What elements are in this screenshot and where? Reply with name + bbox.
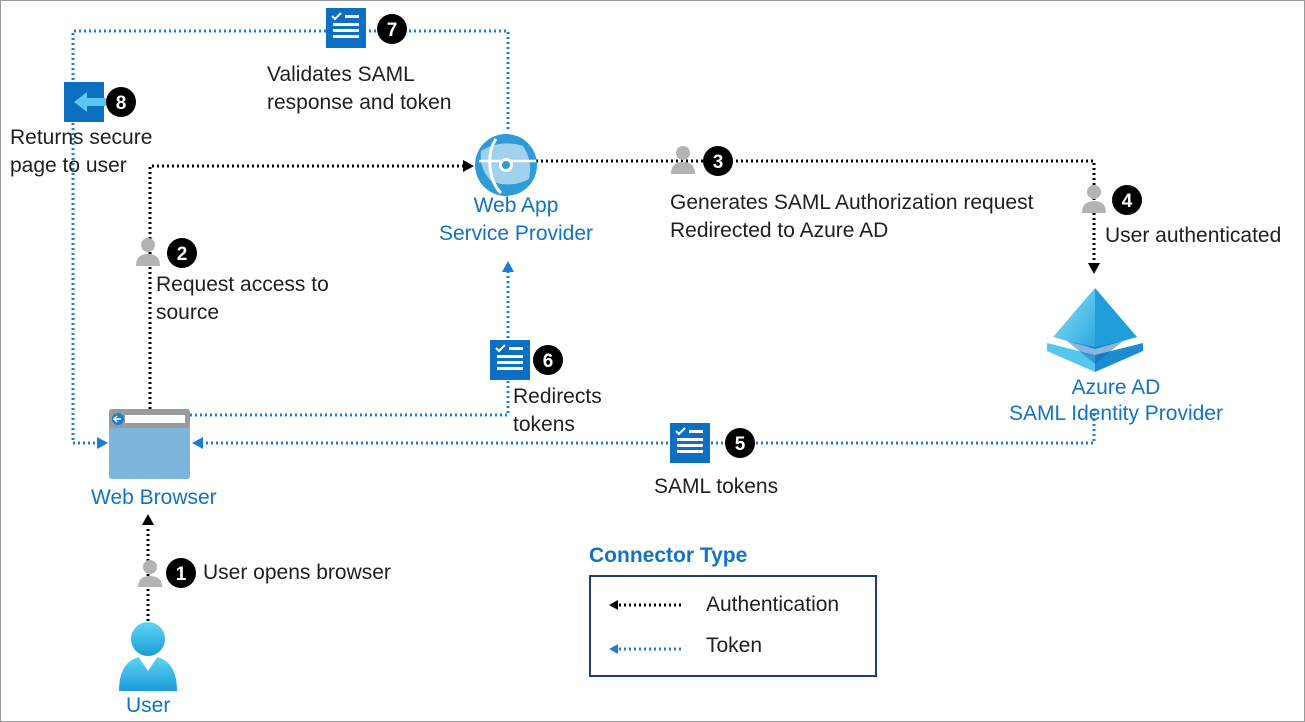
- step-7-text-line2: response and token: [267, 91, 452, 114]
- token-connectors: [71, 29, 1096, 445]
- token-line-browser-to-webapp: [190, 271, 510, 417]
- person-icon-step3: [671, 146, 695, 174]
- azure-ad-pyramid-icon: [1047, 288, 1143, 372]
- step-7-text-line1: Validates SAML: [267, 63, 415, 86]
- step-8-text: Returns secure page to user: [10, 124, 152, 180]
- azure-ad-label-line2: SAML Identity Provider: [1009, 402, 1223, 425]
- step-3-text-line1: Generates SAML Authorization request: [670, 191, 1034, 214]
- auth-arrowheads: [142, 160, 1100, 525]
- badge-num-5: 5: [735, 434, 746, 455]
- step-2-text: Request access to source: [156, 271, 329, 327]
- step-1-text: User opens browser: [203, 561, 391, 584]
- badge-step-7: [377, 14, 407, 44]
- badge-step-3: [703, 146, 733, 176]
- step-6-text-line2: tokens: [513, 413, 575, 436]
- badge-step-4: [1112, 185, 1142, 215]
- step-6-text-line1: Redirects: [513, 385, 602, 408]
- arrowhead-up-webapp: [502, 261, 514, 272]
- person-icon-step4: [1082, 185, 1106, 213]
- token-line-webapp-loop-back: [71, 29, 510, 445]
- legend-title: Connector Type: [589, 544, 748, 567]
- arrowhead-up-browser: [142, 514, 154, 525]
- badge-num-8: 8: [116, 93, 127, 114]
- token-arrowheads: [97, 261, 514, 449]
- step-7-text: Validates SAML response and token: [267, 61, 451, 117]
- step-5-text: SAML tokens: [654, 475, 779, 498]
- step-8-text-line1: Returns secure: [10, 126, 153, 149]
- person-icon-step1: [138, 560, 162, 587]
- web-app-globe-icon: [475, 134, 537, 196]
- arrowhead-right-browser-8: [97, 437, 108, 449]
- azure-ad-label: Azure AD SAML Identity Provider: [986, 375, 1246, 427]
- badge-num-2: 2: [177, 244, 188, 265]
- web-app-label-line1: Web App: [473, 194, 559, 217]
- token-icon-step6: [490, 340, 530, 380]
- step-6-text: Redirects tokens: [513, 383, 602, 439]
- badge-num-4: 4: [1122, 191, 1133, 212]
- step-2-text-line2: source: [156, 301, 220, 324]
- web-app-label: Web App Service Provider: [426, 192, 606, 248]
- token-icon-step7: [326, 8, 366, 48]
- web-browser-window-icon: [109, 409, 190, 479]
- badge-num-7: 7: [387, 20, 398, 41]
- legend-samples: [609, 600, 681, 654]
- arrowhead-left-browser-5: [192, 437, 203, 449]
- token-line-azuread-to-browser: [204, 409, 1096, 445]
- badge-num-1: 1: [176, 564, 187, 585]
- arrowhead-down-azuread: [1088, 263, 1100, 274]
- badge-step-6: [533, 345, 563, 375]
- legend-token-sample-arrow: [609, 644, 618, 654]
- badge-step-5: [725, 428, 755, 458]
- token-icon-step5: [670, 423, 710, 463]
- legend-box: [589, 575, 877, 677]
- web-browser-label: Web Browser: [91, 486, 217, 509]
- step-4-text: User authenticated: [1105, 224, 1282, 247]
- badge-num-3: 3: [713, 152, 724, 173]
- step-3-text-line2: Redirected to Azure AD: [670, 219, 889, 242]
- badge-step-2: [167, 238, 197, 268]
- step-3-text: Generates SAML Authorization request Red…: [670, 189, 1033, 245]
- legend-item-token: Token: [706, 634, 763, 657]
- badge-step-8: [106, 87, 136, 117]
- badge-num-6: 6: [543, 351, 554, 372]
- user-person-icon: [119, 622, 177, 691]
- return-page-icon-step8: [64, 82, 106, 122]
- legend-item-authentication: Authentication: [706, 593, 840, 616]
- step-2-text-line1: Request access to: [156, 273, 329, 296]
- auth-line-browser-to-webapp: [148, 164, 463, 409]
- step-badges: [106, 14, 1142, 588]
- user-label: User: [126, 694, 171, 717]
- azure-ad-label-line1: Azure AD: [1071, 376, 1161, 399]
- person-icon-step2: [136, 238, 160, 266]
- web-app-label-line2: Service Provider: [438, 222, 594, 245]
- step-8-text-line2: page to user: [10, 154, 127, 177]
- legend-auth-sample-arrow: [609, 600, 618, 610]
- badge-step-1: [166, 558, 196, 588]
- arrowhead-right-webapp: [463, 160, 474, 172]
